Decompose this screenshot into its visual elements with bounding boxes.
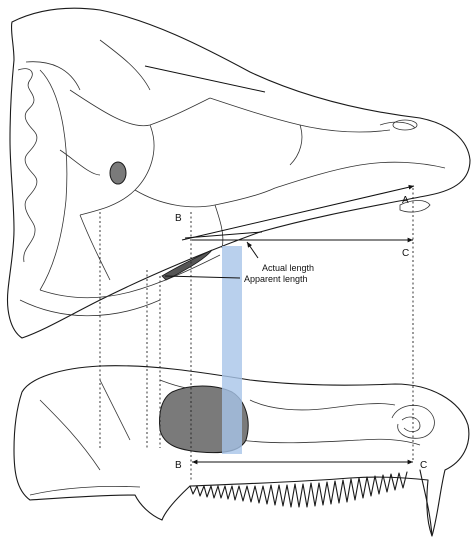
highlight-band	[222, 246, 242, 454]
label-C-top: C	[402, 248, 409, 259]
dark-slit	[161, 249, 213, 281]
projection-guides	[99, 188, 414, 482]
pineal-foramen	[109, 161, 127, 185]
tooth-row	[189, 471, 408, 508]
label-B-top: B	[175, 213, 182, 224]
label-C-bottom: C	[420, 460, 427, 471]
label-B-bottom: B	[175, 460, 182, 471]
lateral-skull-outline	[13, 365, 470, 537]
dorsal-skull-view	[6, 7, 471, 339]
label-A: A	[402, 195, 409, 206]
fang	[419, 469, 433, 537]
label-actual-length: Actual length	[262, 263, 314, 273]
measurement-lines-top	[144, 65, 415, 279]
label-apparent-length: Apparent length	[244, 274, 308, 284]
